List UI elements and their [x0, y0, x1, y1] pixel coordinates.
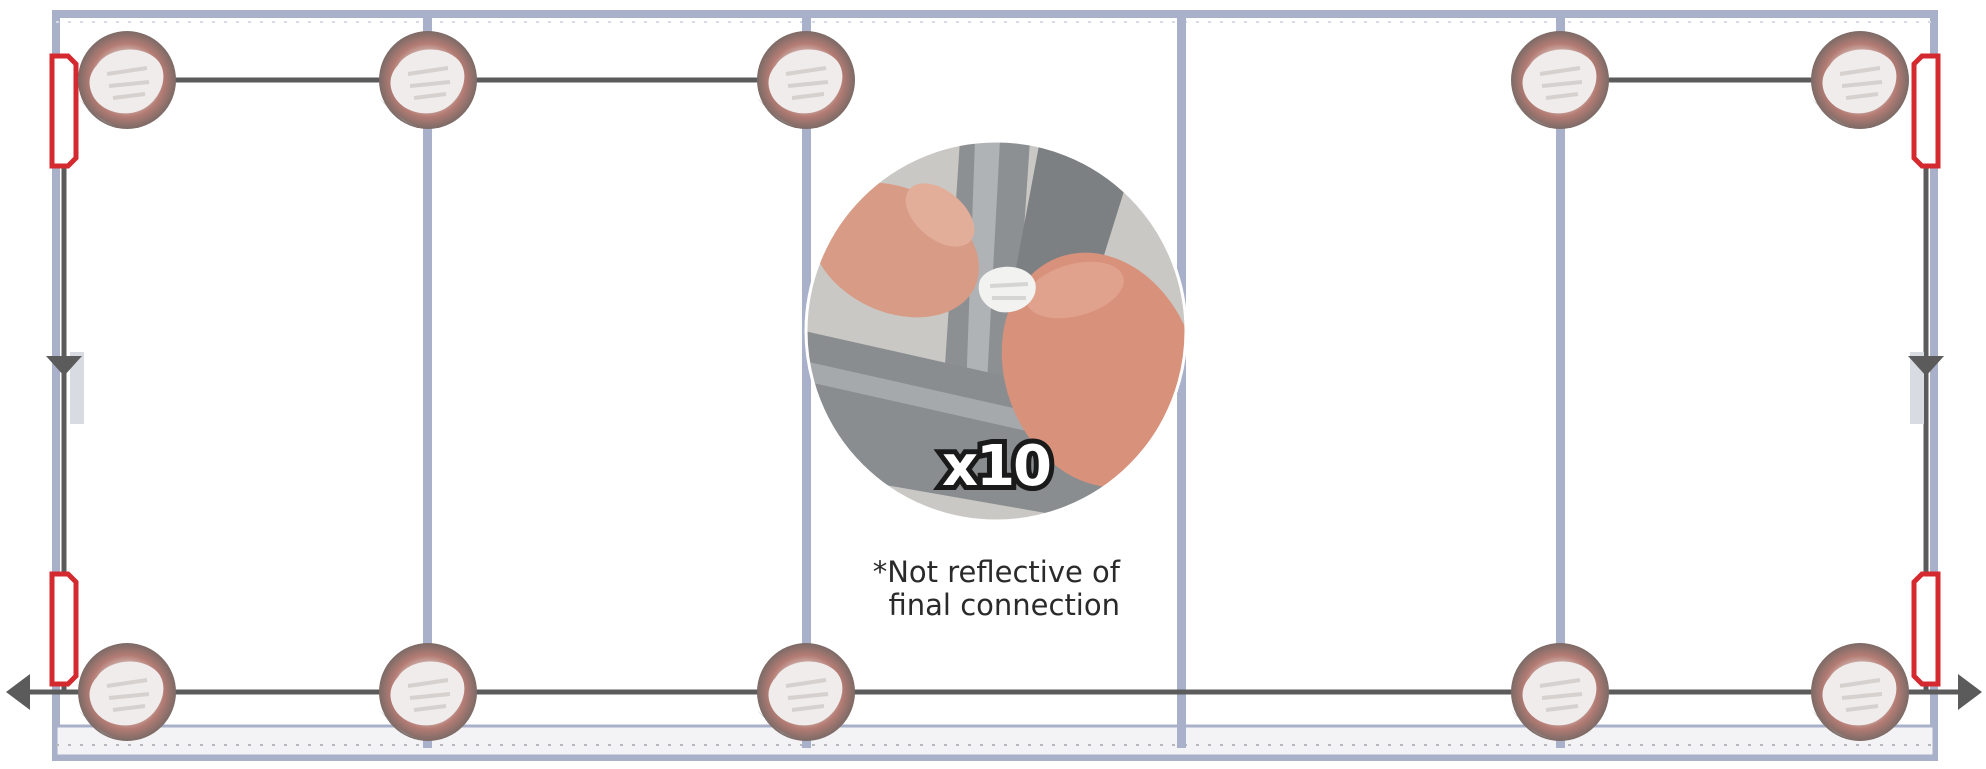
zip-tie-photo-icon	[757, 643, 855, 741]
disclaimer-note: *Not reflective of final connection	[860, 556, 1120, 622]
zip-tie-photo-icon	[1811, 643, 1909, 741]
zip-tie-photo-icon	[78, 31, 176, 129]
note-line-2: final connection	[860, 589, 1120, 622]
red-bracket-bottom-right	[1914, 574, 1938, 684]
zip-tie-photo-icon	[1511, 31, 1609, 129]
zip-tie-photo-icon	[1811, 31, 1909, 129]
zip-tie-photo-icon	[78, 643, 176, 741]
red-bracket-top-left	[52, 56, 76, 166]
red-bracket-bottom-left	[52, 574, 76, 684]
zip-tie-photo-icon	[757, 31, 855, 129]
zip-tie-photo-icon	[1511, 643, 1609, 741]
red-bracket-top-right	[1914, 56, 1938, 166]
arrow-right-icon	[1958, 674, 1982, 710]
zip-tie-photo-icon	[379, 31, 477, 129]
arrow-left-icon	[6, 674, 30, 710]
zip-tie-photo-icon	[379, 643, 477, 741]
quantity-badge: x10	[942, 434, 1050, 499]
note-line-1: *Not reflective of	[860, 556, 1120, 589]
bottom-rail	[56, 726, 1934, 756]
